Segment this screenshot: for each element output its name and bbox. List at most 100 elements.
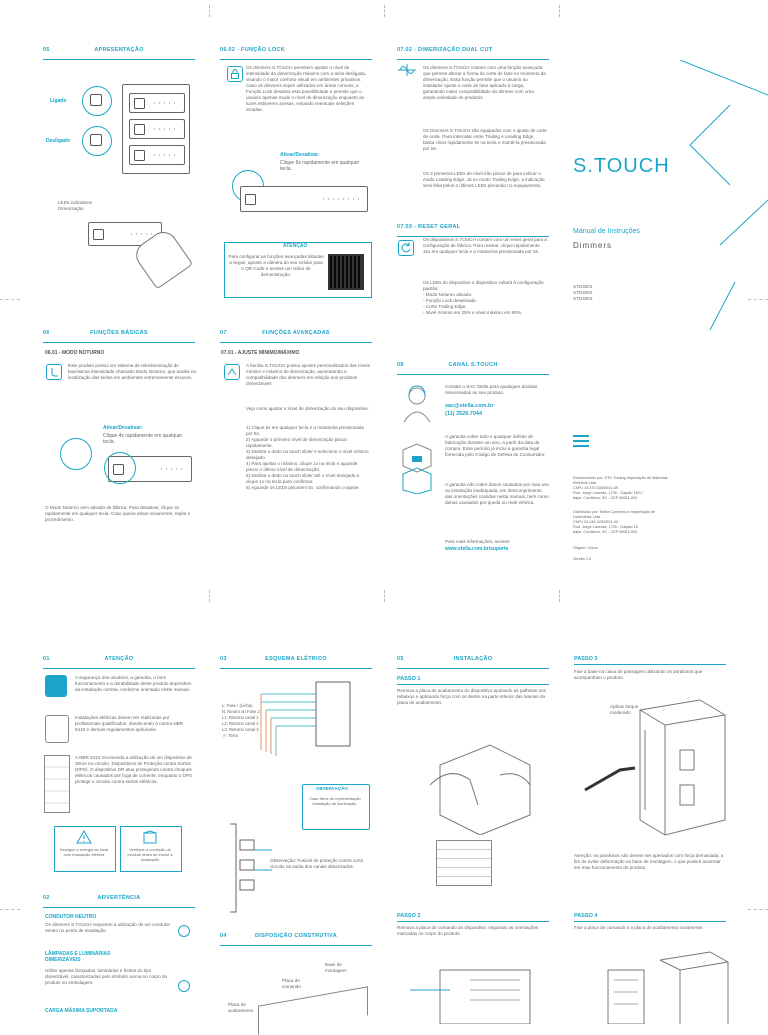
section-header-instalacao: 05 INSTALAÇÃO bbox=[397, 654, 549, 669]
section-title: INSTALAÇÃO bbox=[453, 656, 493, 662]
safety-icon bbox=[45, 675, 67, 697]
label-on: Ligado bbox=[50, 98, 67, 104]
box-check-icon bbox=[142, 830, 158, 849]
package-box-icon bbox=[400, 440, 434, 495]
night-footer: O Modo Noturno vem ativado de fábrica. P… bbox=[45, 505, 191, 522]
crop-mark bbox=[209, 590, 210, 602]
section-title: 07.02 - DIMERIZAÇÃO DUAL CUT bbox=[397, 47, 493, 53]
support-agent-icon bbox=[402, 384, 432, 424]
section-header-reset: 07.03 - RESET GERAL bbox=[397, 222, 549, 237]
fold-line-right-bottom bbox=[748, 909, 768, 910]
legend-item: ⏚: Terra bbox=[222, 733, 238, 738]
step-3-label: PASSO 3 bbox=[574, 656, 726, 665]
lock-activate-title: Ativar/Desativar: bbox=[280, 152, 320, 158]
night-mode-subtitle: 06.01 - MODO NOTURNO bbox=[45, 350, 105, 356]
cover-model-3: STD4003 bbox=[573, 296, 593, 301]
section-title: ESQUEMA ELÉTRICO bbox=[265, 656, 327, 662]
crop-mark bbox=[209, 5, 210, 17]
min-max-icon bbox=[224, 364, 240, 380]
neutral-title: CONDUTOR NEUTRO bbox=[45, 914, 97, 920]
electrician-icon bbox=[45, 715, 69, 743]
legend-item: L: Fase / (Linha) bbox=[222, 703, 253, 708]
section-header-funcao-lock: 06.02 - FUNÇÃO LOCK bbox=[220, 45, 372, 60]
breaker-illustration bbox=[44, 755, 70, 813]
lamp-text: Utilize apenas lâmpadas, luminárias e fo… bbox=[45, 968, 168, 985]
night-activate-text: Clique 4x rapidamente em qualquer tecla. bbox=[103, 433, 183, 445]
legend-item: L2: Retorno canal 2 bbox=[222, 721, 259, 726]
step-4-label: PASSO 4 bbox=[574, 913, 726, 922]
section-number: 08 bbox=[397, 362, 404, 368]
observation-text: Caso Itens de representação instalação d… bbox=[309, 796, 361, 806]
observation-box bbox=[302, 784, 370, 830]
section-number: 01 bbox=[43, 656, 50, 662]
section-number: 07 bbox=[220, 330, 227, 336]
warning-box-b bbox=[120, 826, 182, 872]
section-number: 06 bbox=[43, 330, 50, 336]
dual-cut-body-3: Os 3 primeiros LEDs de nível irão piscar… bbox=[423, 171, 545, 188]
label-off: Desligado bbox=[46, 138, 70, 144]
lock-switch-illustration bbox=[240, 186, 368, 212]
more-info-text: Para mais informações, acesse: bbox=[445, 539, 511, 544]
attention-title: ATENÇÃO bbox=[283, 243, 308, 249]
step-2-label: PASSO 2 bbox=[397, 913, 549, 922]
crop-mark bbox=[559, 590, 560, 602]
neutral-text: Os dimmers S.TOUCH requerem a utilização… bbox=[45, 922, 171, 933]
section-title: APRESENTAÇÃO bbox=[94, 47, 144, 53]
step-2-illustration bbox=[410, 960, 540, 1025]
section-number: 02 bbox=[43, 895, 50, 901]
min-max-subtitle: 07.01 - AJUSTE MÍNIMO/MÁXIMO bbox=[221, 350, 300, 356]
observation-title: OBSERVAÇÃO bbox=[316, 786, 348, 791]
step-3-illustration bbox=[580, 690, 730, 840]
cover-manual: Manual de Instruções bbox=[573, 228, 640, 235]
warranty-text-2: A garantia não cobre danos causados por … bbox=[445, 482, 549, 505]
lock-activate-text: Clique 6x rapidamente em qualquer tecla. bbox=[280, 160, 360, 172]
attention-p3: A NBR 5410 recomenda a utilização de um … bbox=[75, 755, 192, 784]
dual-cut-body-1: Os dimmers S.TOUCH contam com uma função… bbox=[423, 65, 546, 100]
legend-item: L3: Retorno canal 3 bbox=[222, 727, 259, 732]
section-title: 06.02 - FUNÇÃO LOCK bbox=[220, 47, 285, 53]
crop-mark bbox=[384, 590, 385, 602]
warning-triangle-icon bbox=[76, 830, 92, 849]
reset-body-2: Os LEDs do dispositivo o dispositivo vol… bbox=[423, 280, 544, 315]
section-title: ADVERTÊNCIA bbox=[97, 895, 141, 901]
support-url[interactable]: www.stella.com.br/suporte bbox=[445, 546, 509, 552]
off-indicator-button bbox=[90, 134, 102, 146]
section-number: 04 bbox=[220, 933, 227, 939]
lamp-title: LÂMPADAS E LUMINÁRIAS DIMERIZÁVEIS bbox=[45, 951, 111, 963]
switch-key bbox=[129, 119, 185, 139]
section-header-apresentacao: 05 APRESENTAÇÃO bbox=[43, 45, 195, 60]
cover-model-2: STD4002 bbox=[573, 290, 593, 295]
neutral-icon bbox=[178, 925, 190, 937]
wiring-diagram bbox=[260, 681, 351, 756]
contact-phone[interactable]: (11) 3529.7044 bbox=[445, 411, 483, 417]
section-title: 07.03 - RESET GERAL bbox=[397, 224, 461, 230]
contact-email[interactable]: sac@stella.com.br bbox=[445, 403, 494, 409]
cover-brand: S.TOUCH bbox=[573, 155, 670, 177]
crop-mark bbox=[559, 5, 560, 17]
section-header-esquema: 03 ESQUEMA ELÉTRICO bbox=[220, 654, 372, 669]
section-header-disposicao: 04 DISPOSIÇÃO CONSTRUTIVA bbox=[220, 931, 372, 946]
night-activate-title: Ativar/Desativar: bbox=[103, 425, 143, 431]
torque-label: Aplicar torque moderado bbox=[610, 704, 639, 715]
on-indicator-button bbox=[90, 94, 102, 106]
step-3-text: Fixe a base na caixa de passagem utiliza… bbox=[574, 669, 703, 680]
cover-decorative-lines bbox=[679, 60, 768, 330]
caption-b: Verifique a condição do produto antes de… bbox=[127, 847, 173, 862]
caption-a: Desligue a energia ao local com instalaç… bbox=[59, 847, 109, 857]
observation-2: Observação: Fusível de proteção contra c… bbox=[270, 858, 364, 869]
step-1-illustration bbox=[429, 725, 540, 836]
reset-body-1: Os dispositivos S.TOUCH contam com um re… bbox=[423, 237, 547, 254]
part-label-b: Placa de comando bbox=[282, 978, 301, 989]
switch-side-diagram bbox=[230, 823, 272, 913]
waveform-icon bbox=[398, 63, 416, 82]
lock-icon bbox=[227, 66, 243, 82]
switch-key bbox=[129, 93, 185, 113]
section-title: CANAL S.TOUCH bbox=[448, 362, 498, 368]
lock-body: Os dimmers S.TOUCH permitem ajustar o ní… bbox=[246, 65, 367, 112]
fold-line-left bbox=[0, 299, 20, 300]
min-max-body-2: Veja como ajustar o nível de dimerização… bbox=[246, 406, 369, 411]
step-3-attention: Atenção: os parafusos não devem ser aper… bbox=[574, 853, 724, 870]
section-header-funcoes-avancadas: 07 FUNÇÕES AVANÇADAS bbox=[220, 328, 372, 343]
legend-item: N: Neutro ou Fase 2 bbox=[222, 709, 260, 714]
off-indicator-circle bbox=[82, 126, 112, 156]
